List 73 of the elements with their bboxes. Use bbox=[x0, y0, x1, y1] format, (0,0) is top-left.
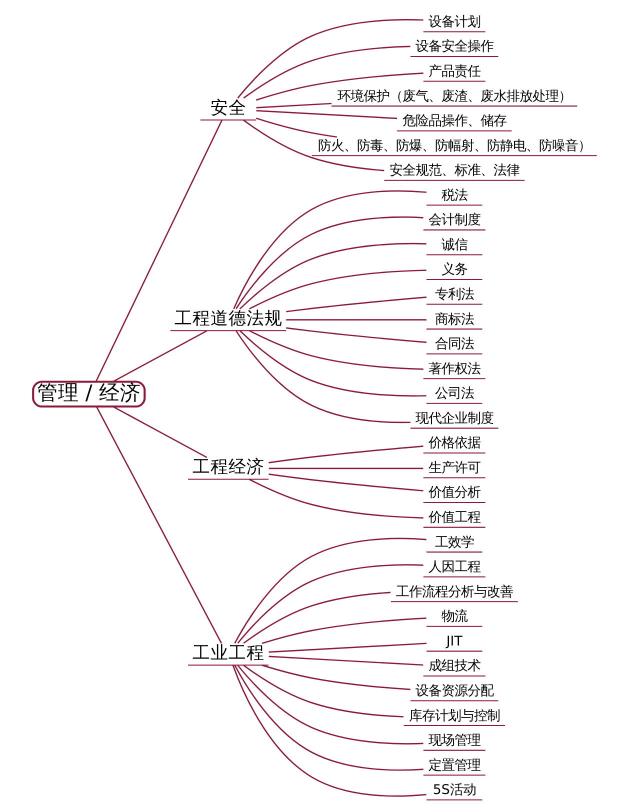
node-text: 价格依据 bbox=[428, 436, 480, 451]
connector bbox=[268, 642, 427, 652]
connector bbox=[237, 664, 424, 744]
node-text: 工作流程分析与改善 bbox=[396, 584, 513, 600]
connector bbox=[256, 109, 398, 119]
node-text: JIT bbox=[446, 634, 462, 649]
node-text: 现代企业制度 bbox=[415, 410, 494, 426]
connector bbox=[268, 444, 424, 463]
node-text: 人因工程 bbox=[428, 560, 480, 575]
connector bbox=[249, 478, 424, 518]
connector bbox=[243, 119, 384, 171]
node-text: 专利法 bbox=[434, 287, 474, 302]
connector bbox=[96, 406, 222, 644]
node-text: 产品责任 bbox=[428, 64, 480, 79]
connector bbox=[95, 119, 223, 382]
node-text: 诚信 bbox=[441, 237, 468, 252]
connector bbox=[112, 405, 208, 458]
connector bbox=[243, 664, 404, 717]
connector bbox=[268, 467, 424, 469]
node-text: 会计制度 bbox=[428, 212, 480, 228]
node-text: 税法 bbox=[441, 188, 468, 203]
connector bbox=[239, 242, 426, 309]
connector bbox=[243, 45, 410, 98]
node-text: 安全 bbox=[210, 98, 246, 118]
node-box: 管理 / 经济 bbox=[32, 380, 146, 408]
node-text: 物流 bbox=[441, 609, 468, 624]
connector bbox=[236, 216, 424, 309]
connector bbox=[256, 72, 424, 100]
connector bbox=[268, 655, 424, 666]
node-text: 商标法 bbox=[434, 312, 474, 327]
node-text: 义务 bbox=[441, 262, 468, 278]
node-text: 5S活动 bbox=[432, 782, 476, 798]
connector bbox=[286, 318, 426, 320]
node-text: 设备安全操作 bbox=[415, 39, 494, 54]
connector bbox=[237, 564, 424, 644]
connector bbox=[256, 117, 338, 138]
node-text: 工程经济 bbox=[192, 457, 264, 478]
connector bbox=[112, 330, 208, 382]
connector bbox=[239, 330, 426, 396]
connector bbox=[268, 473, 424, 491]
node-text: 成组技术 bbox=[428, 658, 480, 674]
connector bbox=[286, 296, 427, 312]
connector bbox=[234, 537, 426, 644]
connector bbox=[237, 18, 424, 98]
connector bbox=[249, 269, 426, 309]
connector bbox=[234, 664, 424, 770]
connector bbox=[236, 330, 410, 423]
node-text: 环境保护（废气、废渣、废水排放处理） bbox=[337, 88, 572, 104]
node-text: 安全规范、标准、法律 bbox=[389, 163, 520, 178]
node-text: 工程道德法规 bbox=[174, 308, 282, 329]
connector bbox=[233, 190, 426, 309]
connector bbox=[262, 664, 410, 690]
node-text: 价值工程 bbox=[428, 510, 480, 526]
node-text: 防火、防毒、防爆、防幅射、防静电、防噪音） bbox=[318, 138, 591, 154]
node-text: 设备资源分配 bbox=[415, 683, 494, 698]
node-text: 现场管理 bbox=[428, 733, 480, 748]
node-text: 价值分析 bbox=[428, 485, 480, 500]
node-text: 工业工程 bbox=[192, 643, 264, 664]
node-text: 著作权法 bbox=[428, 361, 480, 376]
node-text: 危险品操作、储存 bbox=[402, 114, 506, 129]
connector bbox=[232, 664, 426, 796]
node-text: 工效学 bbox=[434, 534, 474, 550]
connector bbox=[249, 330, 424, 370]
node-text: 定置管理 bbox=[428, 758, 480, 773]
connector bbox=[256, 102, 332, 108]
node-text: 设备计划 bbox=[428, 14, 480, 30]
node-text: 生产许可 bbox=[428, 460, 480, 476]
node-text: 公司法 bbox=[434, 386, 474, 402]
connector bbox=[262, 617, 426, 644]
connector bbox=[243, 591, 391, 644]
node-text: 合同法 bbox=[434, 336, 474, 352]
connector bbox=[286, 326, 427, 342]
node-text: 库存计划与控制 bbox=[408, 708, 500, 724]
